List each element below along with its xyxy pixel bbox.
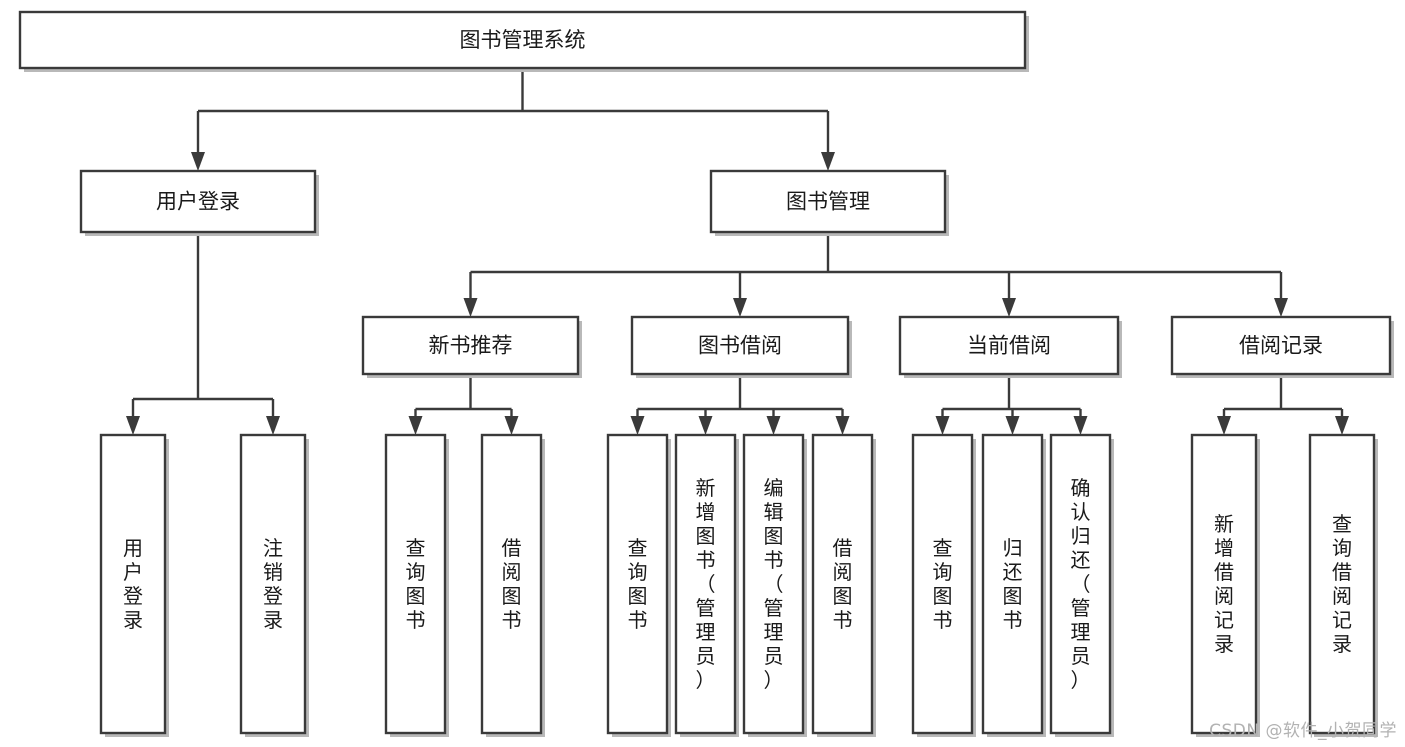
node-label: 编辑图书（管理员） <box>764 476 784 692</box>
arrow-head-icon <box>1335 416 1349 435</box>
node-label: 新增图书（管理员） <box>696 476 716 692</box>
node-borrow-edit-book[interactable]: 编辑图书（管理员） <box>742 433 807 737</box>
node-label: 图书管理 <box>786 190 870 214</box>
node-user-login-do[interactable]: 用户登录 <box>99 433 169 737</box>
node-rect[interactable] <box>99 433 167 735</box>
node-book-borrow[interactable]: 图书借阅 <box>630 315 852 378</box>
node-rect[interactable] <box>1308 433 1376 735</box>
arrow-head-icon <box>504 416 519 435</box>
arrow-head-icon <box>766 416 781 435</box>
node-book-manage[interactable]: 图书管理 <box>709 169 949 236</box>
node-label: 确认归还（管理员） <box>1071 476 1091 692</box>
node-cur-query-book[interactable]: 查询图书 <box>911 433 976 737</box>
node-rect[interactable] <box>630 315 850 376</box>
arrow-head-icon <box>126 416 140 435</box>
node-label: 注销登录 <box>263 536 283 632</box>
arrow-head-icon <box>698 416 713 435</box>
connector-lines <box>126 68 1349 435</box>
arrow-head-icon <box>630 416 645 435</box>
node-label: 图书管理系统 <box>460 28 586 52</box>
node-rect[interactable] <box>811 433 874 735</box>
arrow-head-icon <box>266 416 280 435</box>
node-rect[interactable] <box>606 433 669 735</box>
node-label: 查询图书 <box>628 536 648 632</box>
node-label: 查询借阅记录 <box>1332 512 1352 656</box>
node-rect[interactable] <box>674 433 737 735</box>
node-label: 图书借阅 <box>698 334 782 358</box>
node-rect[interactable] <box>709 169 947 234</box>
node-label: 查询图书 <box>406 536 426 632</box>
node-current-borrow[interactable]: 当前借阅 <box>898 315 1122 378</box>
arrow-head-icon <box>835 416 850 435</box>
node-rect[interactable] <box>981 433 1044 735</box>
node-root[interactable]: 图书管理系统 <box>18 10 1029 72</box>
node-rect[interactable] <box>384 433 447 735</box>
arrow-head-icon <box>408 416 423 435</box>
node-cur-confirm-ret[interactable]: 确认归还（管理员） <box>1049 433 1114 737</box>
arrow-head-icon <box>1005 416 1020 435</box>
node-new-book-rec[interactable]: 新书推荐 <box>361 315 582 378</box>
arrow-head-icon <box>1002 298 1016 317</box>
node-rect[interactable] <box>742 433 805 735</box>
node-rect[interactable] <box>1049 433 1112 735</box>
arrow-head-icon <box>1217 416 1231 435</box>
node-rect[interactable] <box>361 315 580 376</box>
node-label: 用户登录 <box>123 536 143 632</box>
node-label: 借阅图书 <box>502 536 522 632</box>
node-label: 查询图书 <box>933 536 953 632</box>
arrow-head-icon <box>191 152 205 171</box>
node-user-login[interactable]: 用户登录 <box>79 169 319 236</box>
arrow-head-icon <box>463 298 478 317</box>
node-rect[interactable] <box>18 10 1027 70</box>
node-label: 归还图书 <box>1003 536 1023 632</box>
node-rec-query-book[interactable]: 查询图书 <box>384 433 449 737</box>
node-rec-add-record[interactable]: 新增借阅记录 <box>1190 433 1260 737</box>
node-boxes: 图书管理系统用户登录图书管理用户登录注销登录新书推荐图书借阅当前借阅借阅记录查询… <box>18 10 1394 737</box>
node-label: 借阅记录 <box>1239 334 1323 358</box>
arrow-head-icon <box>1073 416 1088 435</box>
node-cur-return-book[interactable]: 归还图书 <box>981 433 1046 737</box>
node-rec-borrow-book[interactable]: 借阅图书 <box>480 433 545 737</box>
node-user-logout[interactable]: 注销登录 <box>239 433 309 737</box>
node-rect[interactable] <box>1170 315 1392 376</box>
node-label: 用户登录 <box>156 190 240 214</box>
node-borrow-do-borrow[interactable]: 借阅图书 <box>811 433 876 737</box>
node-rec-query-record[interactable]: 查询借阅记录 <box>1308 433 1378 737</box>
node-borrow-record[interactable]: 借阅记录 <box>1170 315 1394 378</box>
arrow-head-icon <box>821 152 835 171</box>
node-borrow-add-book[interactable]: 新增图书（管理员） <box>674 433 739 737</box>
node-rect[interactable] <box>1190 433 1258 735</box>
node-label: 借阅图书 <box>833 536 853 632</box>
node-label: 新书推荐 <box>429 334 513 358</box>
node-label: 新增借阅记录 <box>1214 512 1234 656</box>
arrow-head-icon <box>1274 298 1288 317</box>
node-rect[interactable] <box>239 433 307 735</box>
node-label: 当前借阅 <box>967 334 1051 358</box>
node-rect[interactable] <box>911 433 974 735</box>
node-rect[interactable] <box>480 433 543 735</box>
node-rect[interactable] <box>898 315 1120 376</box>
arrow-head-icon <box>733 298 747 317</box>
node-borrow-query-book[interactable]: 查询图书 <box>606 433 671 737</box>
arrow-head-icon <box>935 416 950 435</box>
node-rect[interactable] <box>79 169 317 234</box>
